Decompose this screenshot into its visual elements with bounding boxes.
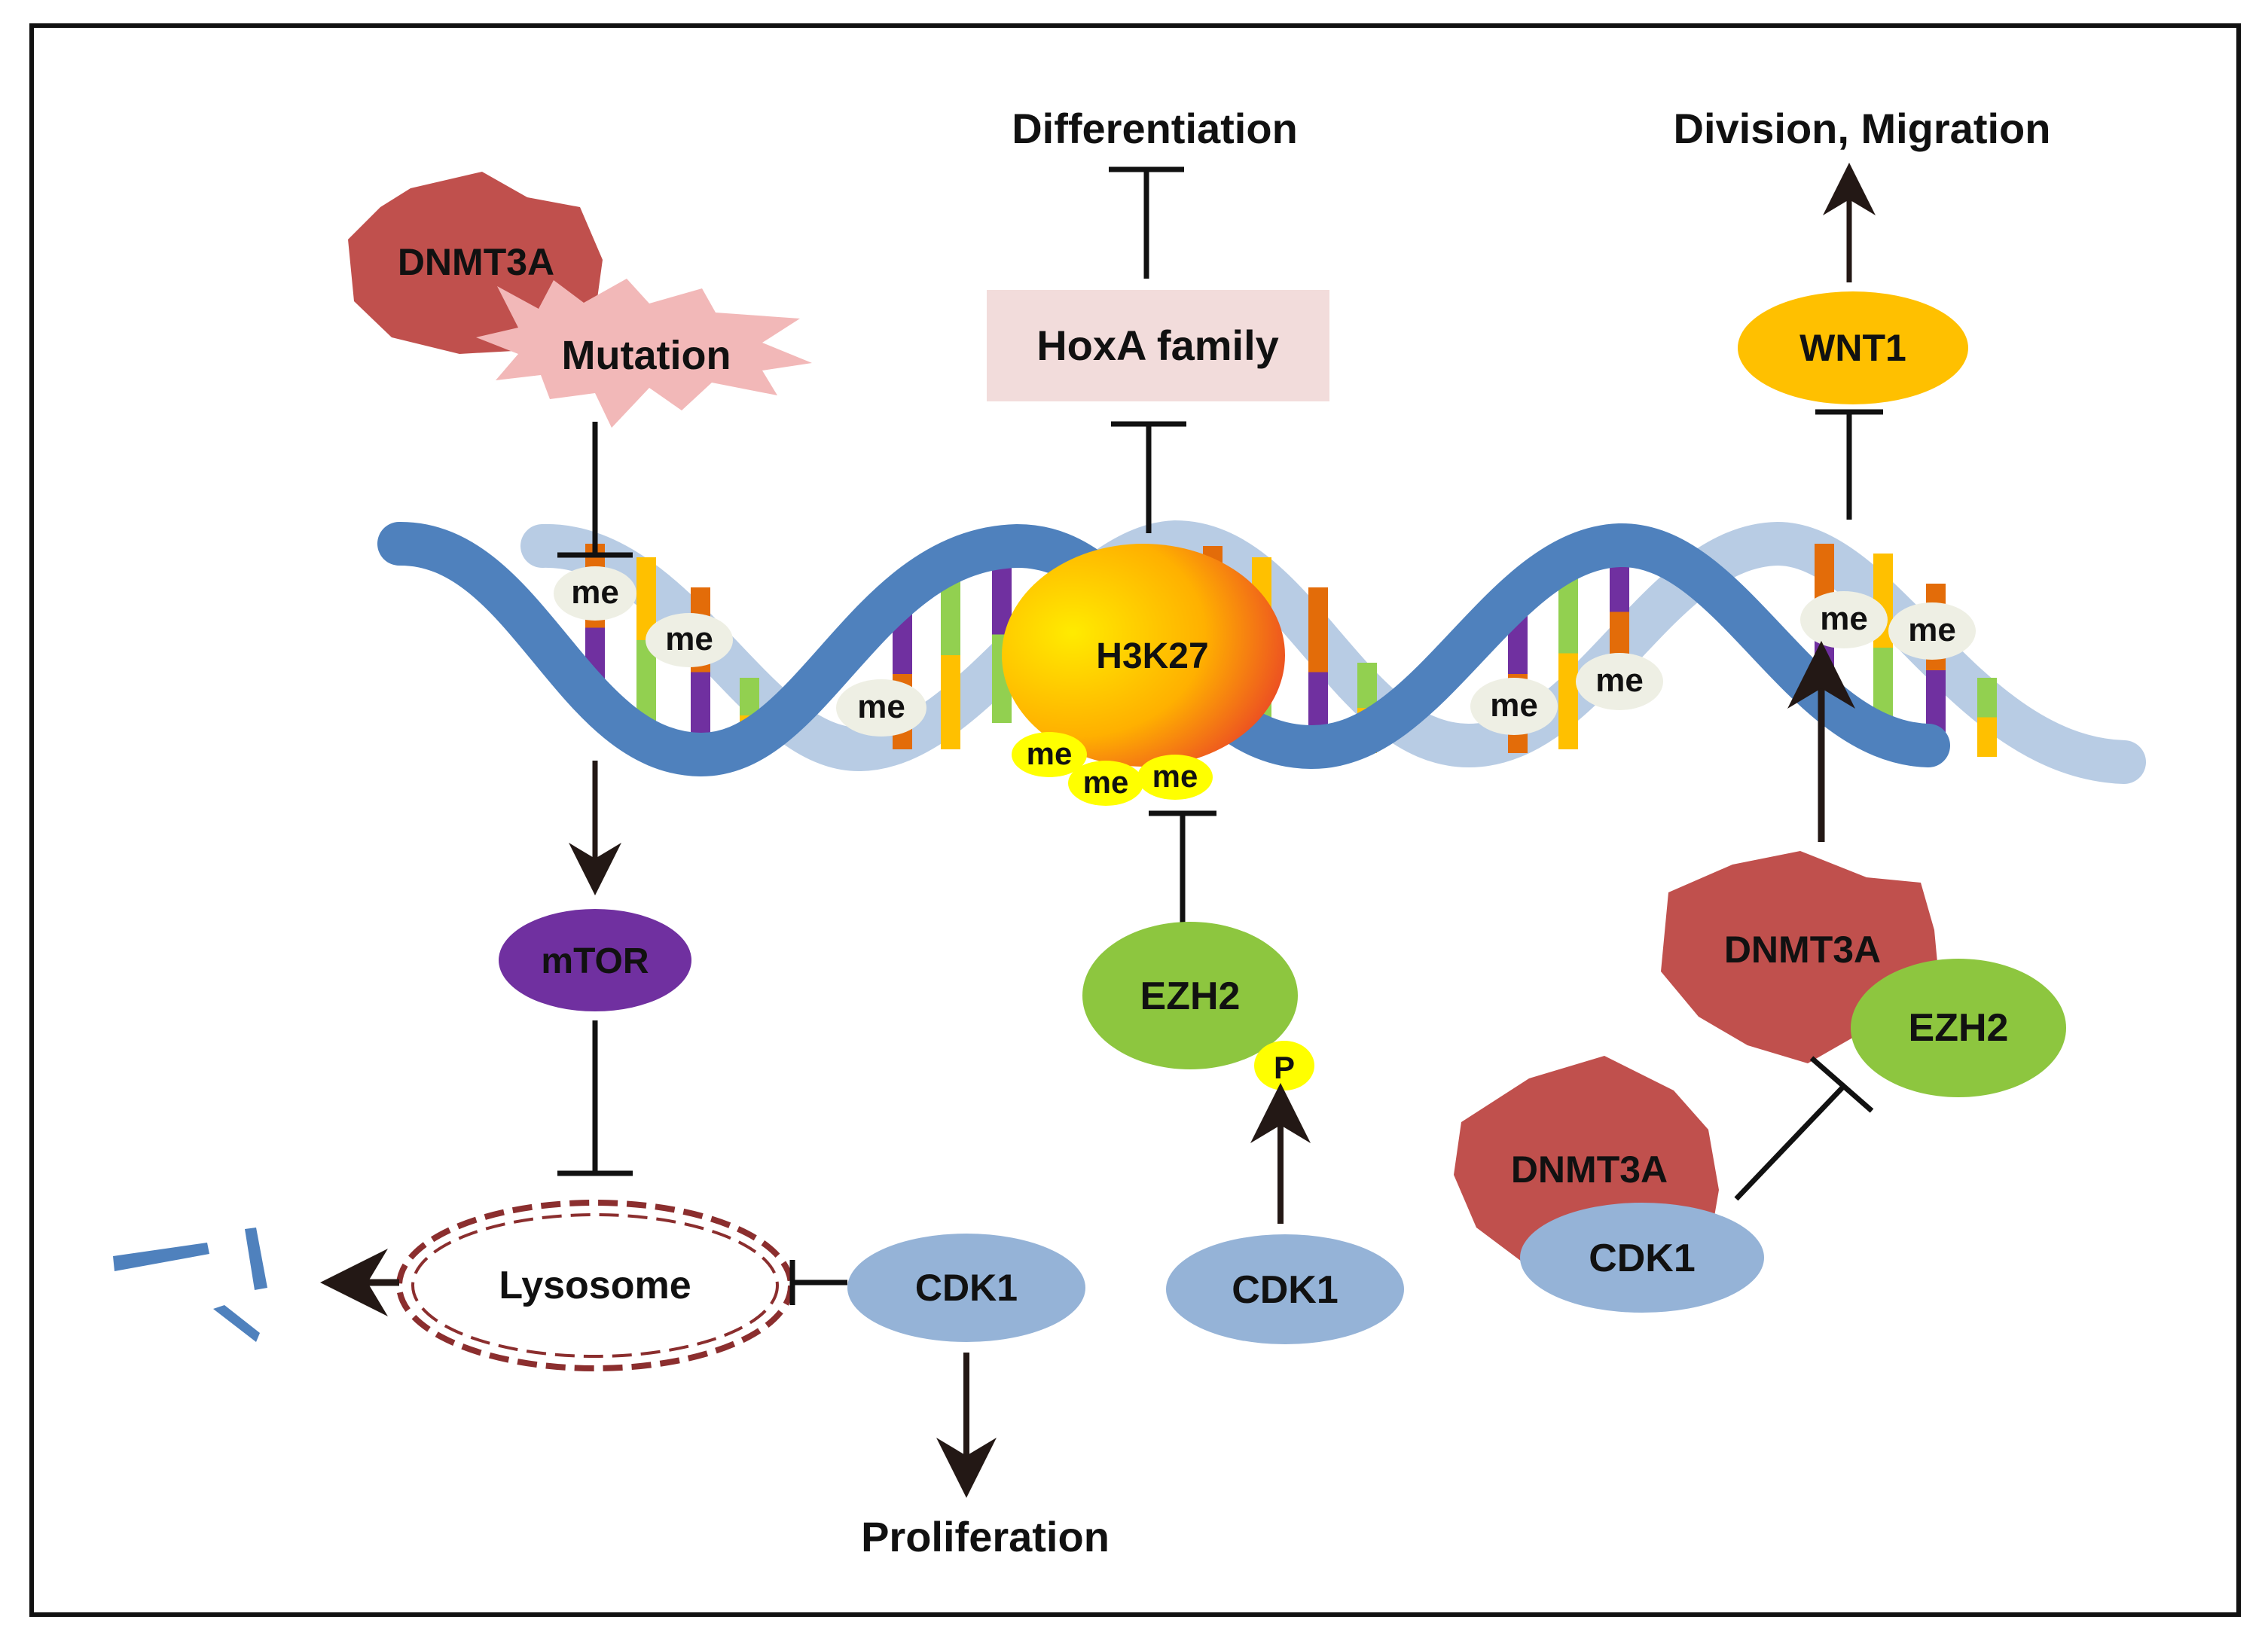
- svg-text:me: me: [857, 688, 905, 725]
- svg-text:me: me: [1083, 764, 1129, 800]
- svg-text:me: me: [571, 574, 619, 611]
- base-pair-segment: [941, 655, 960, 749]
- methyl-mark: me: [1888, 602, 1976, 660]
- svg-text:mTOR: mTOR: [541, 941, 649, 981]
- proliferation-label: Proliferation: [861, 1513, 1110, 1560]
- cdk1-inhibits-dnmt3a-ezh2-edge: [1734, 1056, 1874, 1201]
- methyl-mark: me: [1800, 591, 1888, 648]
- svg-text:CDK1: CDK1: [1232, 1268, 1339, 1312]
- mutation-burst: Mutation: [476, 279, 812, 428]
- cdk1-right-node: CDK1: [1520, 1203, 1764, 1313]
- h3k27-inhibits-hoxa-edge: [1111, 421, 1186, 533]
- base-pair-segment: [1357, 663, 1377, 708]
- svg-text:Mutation: Mutation: [562, 333, 731, 378]
- svg-text:H3K27: H3K27: [1096, 636, 1208, 676]
- svg-text:DNMT3A: DNMT3A: [1511, 1148, 1668, 1191]
- svg-text:CDK1: CDK1: [915, 1267, 1018, 1309]
- svg-text:HoxA family: HoxA family: [1036, 322, 1279, 369]
- cdk1-left-node: CDK1: [847, 1234, 1085, 1342]
- methyl-mark: me: [836, 679, 926, 737]
- svg-text:me: me: [1490, 687, 1538, 724]
- differentiation-label: Differentiation: [1012, 105, 1298, 152]
- wnt1-node: WNT1: [1738, 291, 1968, 404]
- methyl-mark: me: [646, 613, 733, 667]
- methyl-mark: me: [1576, 653, 1663, 710]
- cdk1-inhibits-lysosome-edge: [789, 1260, 847, 1305]
- svg-text:DNMT3A: DNMT3A: [1724, 929, 1881, 971]
- methylation-inhibits-wnt1-edge: [1815, 409, 1883, 520]
- methyl-mark: me: [554, 566, 636, 621]
- ezh2-inhibits-h3k27-edge: [1149, 810, 1216, 923]
- svg-text:EZH2: EZH2: [1909, 1006, 2009, 1050]
- lysosome-node: Lysosome: [396, 1200, 794, 1371]
- phospho-mark: P: [1254, 1041, 1314, 1090]
- svg-text:WNT1: WNT1: [1799, 327, 1906, 369]
- ezh2-right-node: EZH2: [1851, 959, 2066, 1097]
- hoxa-inhibits-differentiation-edge: [1109, 166, 1184, 279]
- mtor-node: mTOR: [499, 909, 691, 1011]
- hoxa-family-node: HoxA family: [987, 290, 1329, 401]
- svg-text:EZH2: EZH2: [1140, 974, 1241, 1018]
- svg-text:me: me: [1820, 600, 1868, 637]
- base-pair-segment: [740, 678, 759, 715]
- histone-methyl-marks: me me me: [1012, 732, 1213, 806]
- division-migration-label: Division, Migration: [1674, 105, 2051, 152]
- degraded-fragments: [113, 1228, 267, 1342]
- svg-text:P: P: [1274, 1050, 1295, 1085]
- svg-text:me: me: [1152, 758, 1198, 794]
- dna-methyl-marks: me me me me me me me: [554, 566, 1976, 737]
- cdk1-center-node: CDK1: [1166, 1234, 1404, 1344]
- ezh2-center-node: EZH2: [1082, 922, 1298, 1069]
- methyl-mark: me: [1470, 678, 1558, 735]
- base-pair-segment: [1308, 587, 1328, 673]
- mtor-inhibits-lysosome-edge: [557, 1020, 633, 1176]
- svg-text:me: me: [665, 621, 713, 657]
- svg-text:me: me: [1027, 736, 1073, 771]
- base-pair-segment: [1977, 717, 1997, 757]
- base-pair-segment: [1977, 678, 1997, 718]
- mutation-inhibits-methylation-edge: [557, 422, 633, 558]
- svg-text:me: me: [1908, 612, 1956, 648]
- svg-text:me: me: [1595, 662, 1644, 699]
- svg-text:Lysosome: Lysosome: [499, 1264, 691, 1307]
- svg-text:DNMT3A: DNMT3A: [398, 241, 554, 283]
- base-pair-segment: [1558, 653, 1578, 749]
- h3k27-histone: H3K27: [1002, 544, 1285, 767]
- svg-text:CDK1: CDK1: [1589, 1237, 1696, 1280]
